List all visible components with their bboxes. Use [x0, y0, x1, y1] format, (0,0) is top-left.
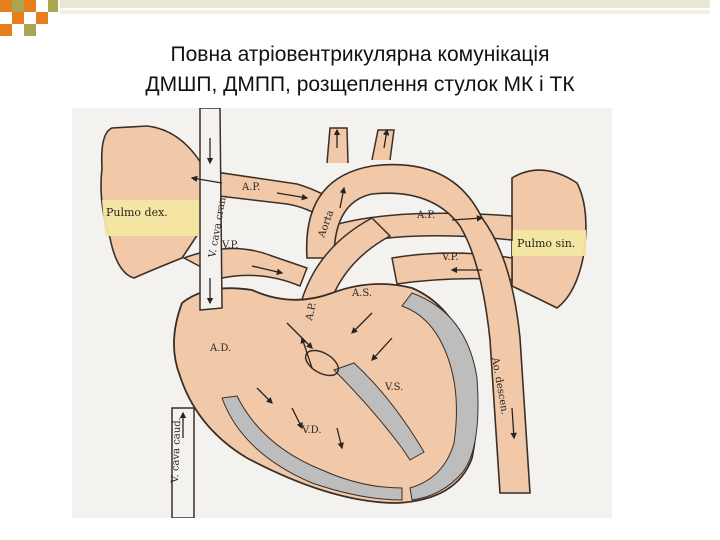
label-a-d: A.D. [209, 343, 231, 354]
label-a-p-vertical: A.P. [304, 301, 319, 322]
heart-diagram-drawing: Pulmo dex. Pulmo sin. V. cava cran. V. c… [100, 108, 587, 518]
label-a-s: A.S. [351, 288, 372, 299]
slide-title: Повна атріовентрикулярна комунікація ДМШ… [0, 40, 720, 100]
label-pulmo-dex: Pulmo dex. [106, 206, 168, 219]
label-v-s: V.S. [384, 382, 403, 393]
label-a-p-right: A.P. [416, 210, 435, 221]
label-v-p-left: V.P. [221, 240, 239, 251]
right-lung-yellow-band [102, 200, 202, 236]
descending-aorta [305, 163, 531, 494]
cleft-valve-leaflets [304, 349, 340, 377]
inferior-vena-cava [171, 407, 195, 518]
slide-corner-decoration [0, 0, 710, 36]
interventricular-septum [333, 362, 425, 461]
right-ventricle-wall [221, 395, 403, 501]
label-pulmo-sin: Pulmo sin. [517, 237, 575, 250]
left-lung-yellow-band [512, 230, 586, 256]
label-v-cava-caud: V. cava caud. [170, 417, 183, 484]
title-line-1: Повна атріовентрикулярна комунікація [170, 43, 550, 66]
label-a-p-upper: A.P. [241, 182, 260, 193]
blood-flow-arrows [179, 128, 517, 450]
label-v-p-right: V.P. [441, 252, 459, 263]
superior-vena-cava [199, 108, 223, 311]
label-v-d: V.D. [301, 425, 322, 436]
left-ventricle-wall [401, 292, 479, 501]
title-line-2: ДМШП, ДМПП, розщеплення стулок МК і ТК [145, 73, 575, 96]
heart-diagram: Pulmo dex. Pulmo sin. V. cava cran. V. c… [72, 108, 612, 518]
